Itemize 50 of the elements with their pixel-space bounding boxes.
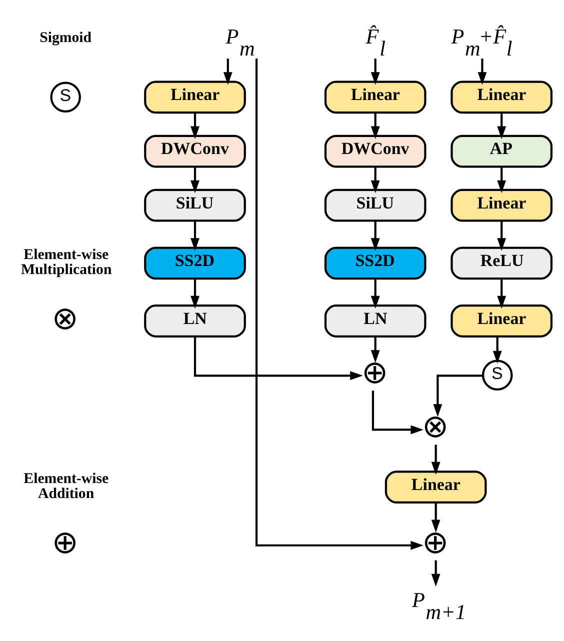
arrow bbox=[497, 220, 506, 250]
arrow bbox=[497, 112, 506, 139]
node-box: SS2D bbox=[144, 246, 246, 280]
node-text: ⊗ bbox=[52, 298, 78, 336]
arrow bbox=[431, 444, 440, 474]
arrow bbox=[431, 502, 440, 532]
arrow bbox=[433, 374, 483, 416]
node-box: SS2D bbox=[324, 246, 426, 280]
node-box: SiLU bbox=[144, 188, 246, 222]
node-box: Linear bbox=[384, 470, 487, 503]
node-box: LN bbox=[144, 304, 246, 337]
node-box: Linear bbox=[450, 188, 553, 222]
node-box: DWConv bbox=[144, 134, 246, 168]
arrow bbox=[370, 58, 380, 84]
node-text: ⊕ bbox=[362, 352, 388, 391]
node-text: ⊗ bbox=[422, 406, 449, 445]
node-text: ⊕ bbox=[422, 522, 449, 560]
arrow bbox=[223, 58, 232, 84]
node-circle: S bbox=[482, 359, 513, 390]
node-box: LN bbox=[324, 304, 426, 337]
arrow bbox=[497, 278, 506, 308]
arrow bbox=[370, 278, 380, 308]
node-box: Linear bbox=[144, 80, 246, 114]
arrow bbox=[190, 278, 200, 308]
node-box: SiLU bbox=[324, 188, 426, 222]
node-label: Element-wise Multiplication bbox=[21, 246, 112, 278]
arrow bbox=[190, 166, 200, 193]
node-box: DWConv bbox=[324, 134, 426, 168]
arrow bbox=[431, 560, 440, 586]
arrow bbox=[370, 336, 380, 362]
arrow bbox=[497, 166, 506, 193]
arrow bbox=[370, 166, 380, 193]
node-label: Element-wise Addition bbox=[24, 470, 109, 502]
arrow bbox=[492, 336, 502, 364]
arrow bbox=[255, 58, 424, 550]
arrow bbox=[370, 112, 380, 139]
arrow bbox=[478, 58, 487, 84]
node-text: ⊕ bbox=[52, 522, 78, 560]
node-box: Linear bbox=[324, 80, 426, 114]
arrow bbox=[372, 390, 424, 434]
node-circle: S bbox=[50, 81, 81, 112]
node-box: AP bbox=[450, 134, 553, 168]
arrow bbox=[370, 220, 380, 250]
arrow bbox=[194, 336, 363, 380]
node-box: ReLU bbox=[450, 246, 553, 280]
node-label: Sigmoid bbox=[40, 30, 92, 46]
node-box: Linear bbox=[450, 80, 553, 114]
arrow bbox=[190, 220, 200, 250]
arrow bbox=[190, 112, 200, 139]
node-box: Linear bbox=[450, 304, 553, 337]
